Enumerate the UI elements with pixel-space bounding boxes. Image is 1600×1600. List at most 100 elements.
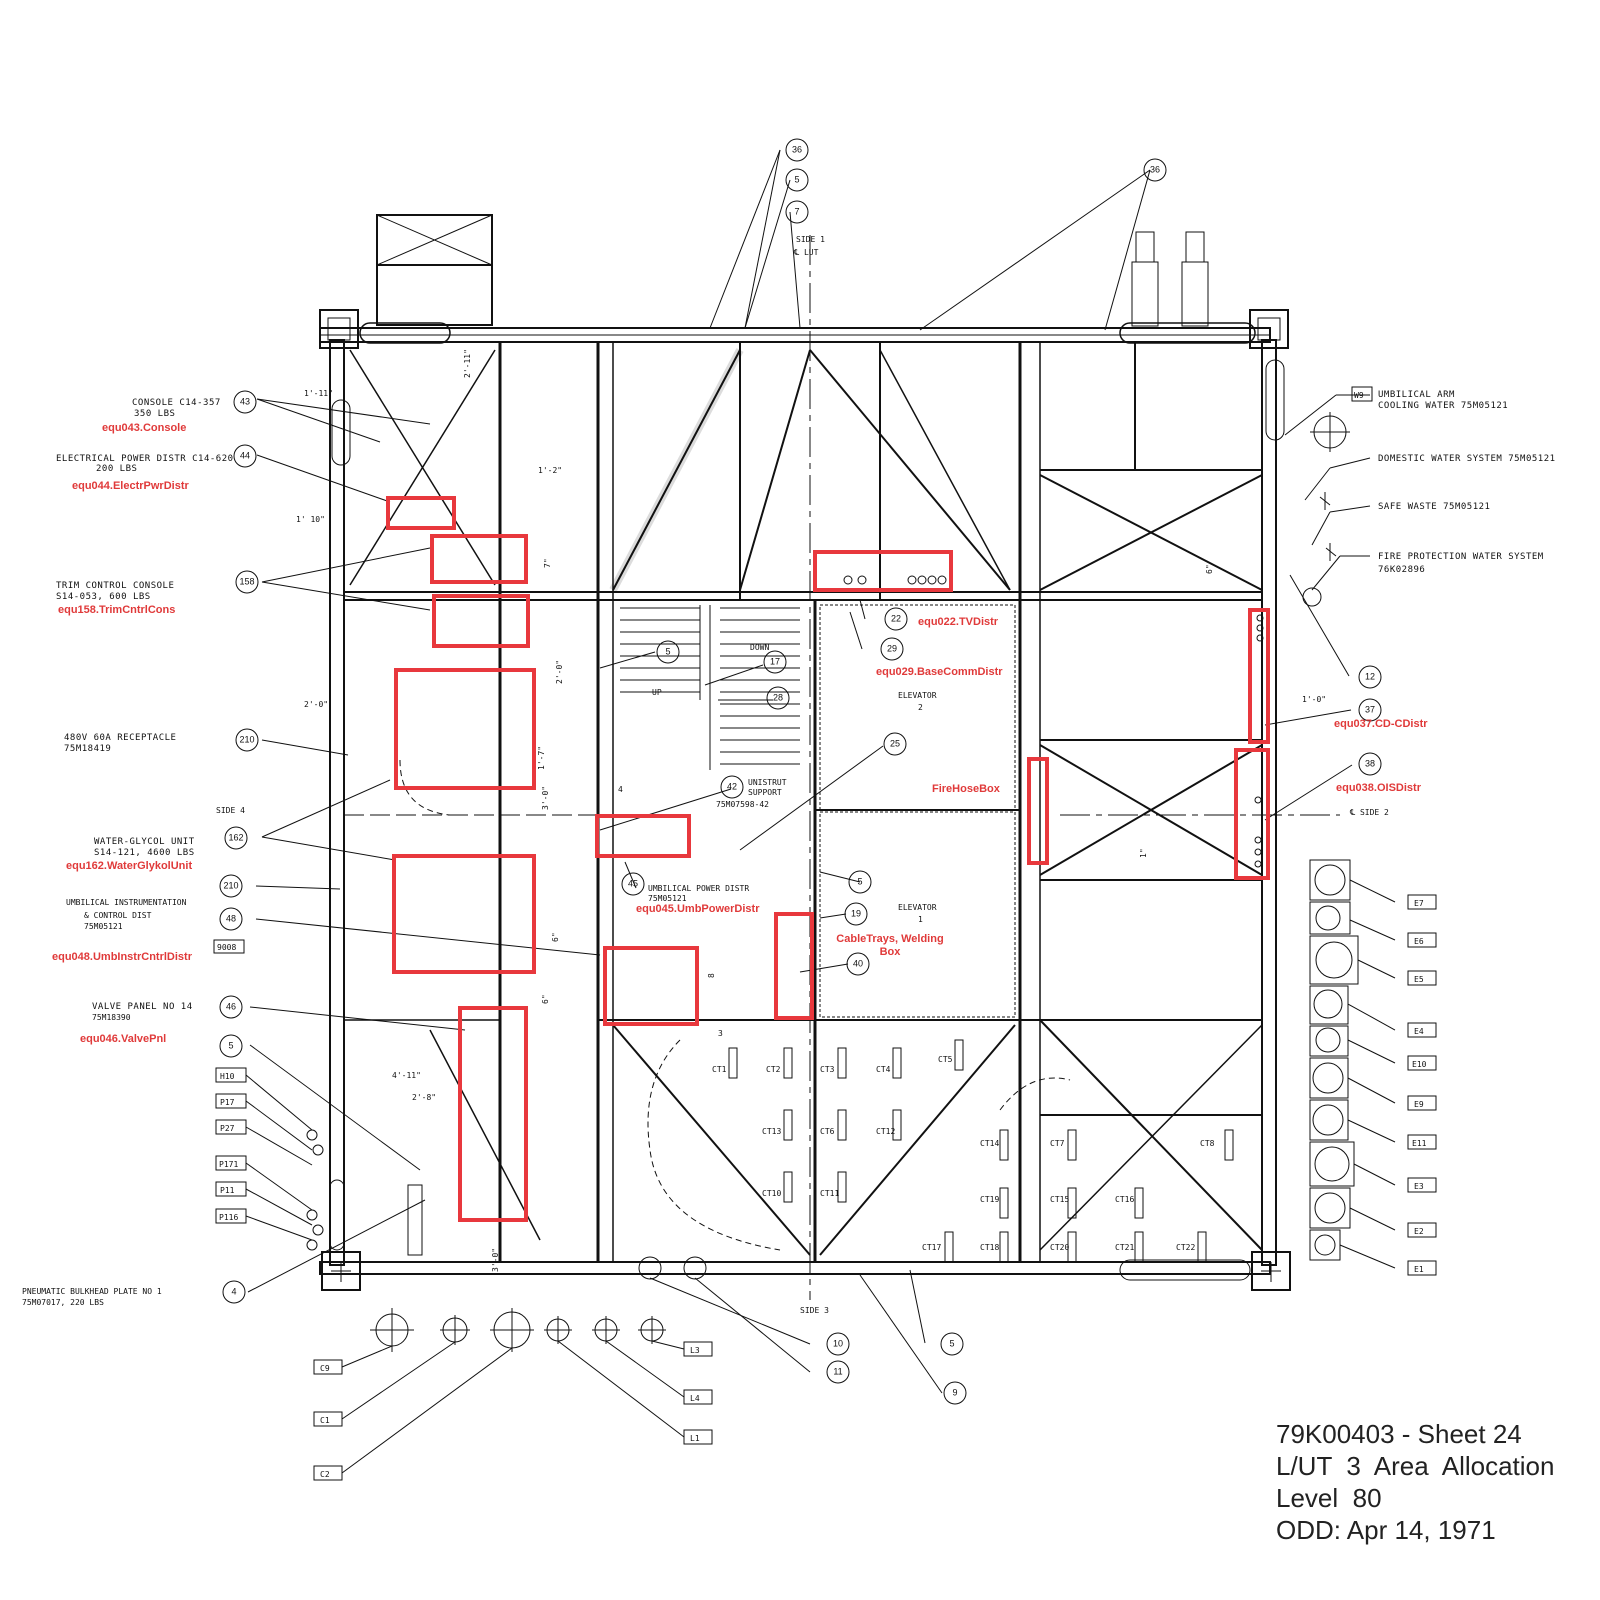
stairs-down: DOWN	[750, 643, 769, 652]
annotation-equ029: equ029.BaseCommDistr	[876, 666, 1003, 678]
allocation-highlights	[386, 496, 1270, 1222]
bubble-43: 43	[240, 396, 250, 406]
dim-label: 6"	[541, 994, 550, 1004]
tag-e11: E11	[1412, 1139, 1427, 1148]
tag-9008: 9008	[217, 943, 236, 952]
highlight-umbilical	[595, 814, 691, 858]
cable-tray-labels: CT1 CT2 CT3 CT4 CT5 CT13 CT6 CT12 CT10 C…	[712, 1055, 1215, 1252]
dim-label: 8	[707, 973, 716, 978]
dim-label: 1'-0"	[1302, 695, 1326, 704]
sheet-level: Level 80	[1276, 1483, 1382, 1513]
tag-p116: P116	[219, 1213, 238, 1222]
side2-label: ℄ SIDE 2	[1349, 808, 1389, 817]
highlight-equ162	[392, 854, 536, 974]
umb-arm-label: UMBILICAL ARM	[1378, 390, 1455, 400]
bubble-12: 12	[1365, 671, 1375, 681]
tag-e9: E9	[1414, 1100, 1424, 1109]
detail-circles	[843, 575, 1264, 868]
annotation-equ043: equ043.Console	[102, 422, 186, 434]
p-tags: H10 P17 P27 P171 P11 P116	[215, 1067, 324, 1251]
highlight-equ045	[603, 946, 699, 1026]
wgu-label: WATER-GLYCOL UNIT	[94, 837, 195, 847]
umb-arm-number: COOLING WATER 75M05121	[1378, 401, 1508, 411]
leader-lines	[247, 149, 1396, 1474]
ct-label: CT17	[922, 1243, 941, 1252]
bubble-4: 4	[231, 1286, 236, 1296]
ct-label: CT4	[876, 1065, 891, 1074]
bubble-40: 40	[853, 958, 863, 968]
bubble-17: 17	[770, 656, 780, 666]
bubble-22: 22	[891, 613, 901, 623]
sheet-title-block: 79K00403 - Sheet 24 L/UT 3 Area Allocati…	[1276, 1418, 1554, 1546]
ct-label: CT7	[1050, 1139, 1065, 1148]
side1-centerline: ℄ LUT	[793, 248, 819, 257]
bubble-5: 5	[228, 1040, 233, 1050]
bubble-28: 28	[773, 692, 783, 702]
highlight-equ038	[1234, 748, 1270, 880]
ct-label: CT20	[1050, 1243, 1069, 1252]
sheet-date: ODD: Apr 14, 1971	[1276, 1515, 1496, 1545]
bubble-5: 5	[665, 646, 670, 656]
umb-power-label: UMBILICAL POWER DISTR	[648, 884, 749, 893]
ct-label: CT3	[820, 1065, 835, 1074]
pneumatic-weight: 75M07017, 220 LBS	[22, 1298, 104, 1307]
dim-label: 2'-8"	[412, 1093, 436, 1102]
umb-power-number: 75M05121	[648, 894, 687, 903]
ct-label: CT1	[712, 1065, 727, 1074]
annotation-equ046: equ046.ValvePnl	[80, 1033, 166, 1045]
ct-label: CT6	[820, 1127, 835, 1136]
ct-label: CT16	[1115, 1195, 1134, 1204]
bottom-tags: C9 C1 C2 L3 L4 L1	[313, 1341, 713, 1481]
tag-c1: C1	[320, 1416, 330, 1425]
tag-e7: E7	[1414, 899, 1424, 908]
bubble-158: 158	[239, 576, 254, 586]
valve-panel-number: 75M18390	[92, 1013, 131, 1022]
ct-label: CT18	[980, 1243, 999, 1252]
receptacle-number: 75M18419	[64, 744, 111, 754]
tag-l3: L3	[690, 1346, 700, 1355]
tag-w9: W9	[1354, 391, 1364, 400]
bubble-11: 11	[833, 1366, 842, 1376]
umb-instr-number: 75M05121	[84, 922, 123, 931]
bubble-210: 210	[223, 880, 238, 890]
ct-label: CT2	[766, 1065, 781, 1074]
dim-label: 1'-2"	[538, 466, 562, 475]
bubble-162: 162	[228, 832, 243, 842]
tag-e3: E3	[1414, 1182, 1424, 1191]
bubble-46: 46	[226, 1001, 236, 1011]
bubble-36: 36	[1150, 164, 1160, 174]
allocation-annotations: equ043.Console equ044.ElectrPwrDistr equ…	[52, 422, 1428, 1045]
tag-p11: P11	[220, 1186, 235, 1195]
annotation-equ048: equ048.UmbInstrCntrlDistr	[52, 951, 193, 963]
bubble-36: 36	[792, 144, 802, 154]
tag-p17: P17	[220, 1098, 235, 1107]
pneumatic-label: PNEUMATIC BULKHEAD PLATE NO 1	[22, 1287, 162, 1296]
elec-power-label: ELECTRICAL POWER DISTR C14-620	[56, 454, 234, 464]
trim-console-label: TRIM CONTROL CONSOLE	[56, 581, 174, 591]
elec-power-weight: 200 LBS	[96, 464, 137, 474]
bubble-19: 19	[851, 908, 861, 918]
annotation-equ037: equ037.CD-CDistr	[1334, 718, 1428, 730]
cable-tray-slots	[728, 1039, 1234, 1263]
dim-label: 2'-0"	[304, 700, 328, 709]
bubble-44: 44	[240, 450, 250, 460]
trim-console-weight: S14-053, 600 LBS	[56, 592, 151, 602]
dim-label: 2'-0"	[555, 660, 564, 684]
ct-label: CT19	[980, 1195, 999, 1204]
highlight-equ158-upper	[430, 534, 528, 584]
unistrut-number: 75M07598-42	[716, 800, 769, 809]
callout-text-right: W9 UMBILICAL ARM COOLING WATER 75M05121 …	[1351, 386, 1555, 575]
tag-p27: P27	[220, 1124, 235, 1133]
elevator1-number: 1	[918, 915, 923, 924]
umb-instr-label-2: & CONTROL DIST	[84, 911, 152, 920]
annotation-cabletrays-2: Box	[880, 946, 902, 958]
bubble-10: 10	[833, 1338, 843, 1348]
unistrut-label: UNISTRUT	[748, 778, 787, 787]
bubble-210: 210	[239, 734, 254, 744]
dim-label: 4	[618, 785, 623, 794]
highlight-equ044	[386, 496, 456, 530]
annotation-equ022: equ022.TVDistr	[918, 616, 999, 628]
highlight-firehose	[1027, 757, 1049, 865]
highlight-equ210	[394, 668, 536, 790]
tag-l4: L4	[690, 1394, 700, 1403]
